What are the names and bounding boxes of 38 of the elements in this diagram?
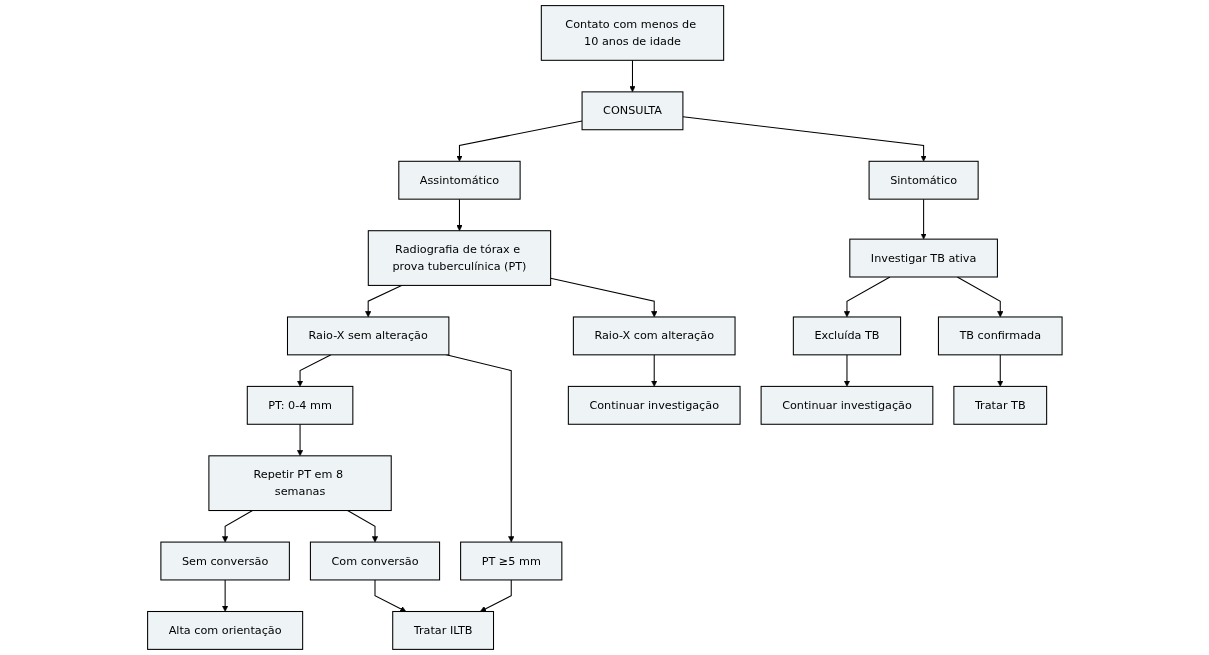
node-box: Contato com menos de 10 anos de idade	[540, 5, 724, 61]
node-box: Continuar investigação	[760, 385, 933, 425]
arrow	[456, 198, 463, 231]
node-box: Continuar investigação	[567, 385, 741, 425]
arrow	[682, 116, 927, 162]
arrow	[629, 59, 636, 93]
node-box: Com conversão	[309, 541, 440, 581]
node-box: Raio-X sem alteração	[286, 316, 450, 356]
arrow	[956, 276, 1003, 318]
arrow	[445, 354, 514, 543]
node-box: Tratar TB	[953, 385, 1047, 425]
arrow	[221, 579, 228, 612]
arrow	[221, 510, 253, 543]
arrow	[843, 276, 891, 318]
node-box: Sintomático	[868, 160, 979, 200]
node-box: Raio-X com alteração	[572, 316, 736, 356]
node-box: Alta com orientação	[146, 611, 303, 650]
node-box: Excluída TB	[792, 316, 901, 356]
arrow	[296, 354, 332, 387]
node-box: PT ≥5 mm	[459, 541, 563, 581]
node-box: CONSULTA	[581, 91, 684, 131]
node-box: Investigar TB ativa	[848, 238, 998, 278]
arrow	[364, 284, 402, 318]
arrow	[296, 423, 303, 457]
node-box: Tratar ILTB	[391, 611, 494, 650]
arrow	[479, 579, 512, 612]
arrow	[346, 510, 378, 543]
node-box: Repetir PT em 8 semanas	[208, 455, 392, 512]
node-box: TB confirmada	[937, 316, 1063, 356]
node-box: Sem conversão	[160, 541, 290, 581]
arrow	[920, 198, 927, 240]
arrow	[843, 354, 850, 387]
arrow	[374, 579, 406, 612]
arrow	[650, 354, 657, 387]
node-box: PT: 0-4 mm	[246, 385, 354, 425]
arrow	[996, 354, 1003, 387]
node-box: Radiografia de tórax e prova tuberculínica (PT)	[367, 230, 551, 286]
node-box: Assintomático	[397, 160, 521, 200]
